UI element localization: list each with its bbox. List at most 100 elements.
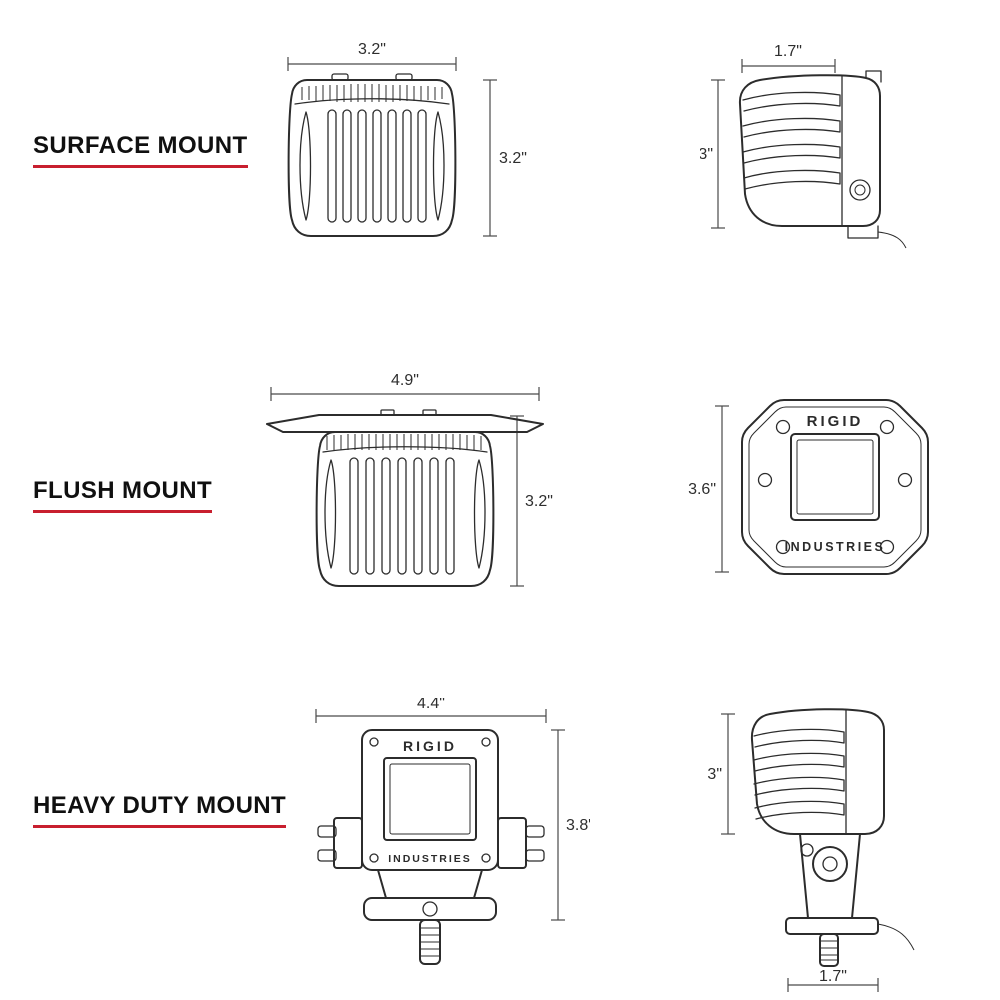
wire [877,231,907,249]
width-dimension-label: 3.2" [358,41,386,58]
fin [743,169,841,190]
foot-hole-icon [422,901,438,917]
top-screw-icon [395,73,413,81]
fin [381,457,391,575]
fin-hatch [301,84,443,102]
fin [753,776,845,796]
light-front-drawing [287,73,457,237]
breather-icon [854,184,866,196]
bracket-foot [363,897,497,921]
lens-inner [389,763,471,835]
fin [742,143,841,164]
fin [342,109,352,223]
height-dimension-label: 3.2" [499,150,527,167]
body-outline [287,79,457,237]
width-dimension: 4.9" [270,372,540,401]
fin-top-edge [322,446,488,453]
bolt-icon [317,825,337,838]
width-dimension-label: 1.7" [819,968,847,985]
stud-threads [820,940,838,961]
height-dimension-label: 3.6" [688,481,716,498]
screw-icon [775,419,791,435]
height-dimension: 3.6" [688,405,729,573]
brand-bottom-text: INDUSTRIES [785,540,886,554]
pivot-bolt-icon [822,856,838,872]
screw-icon [757,472,773,488]
lens-inner [796,439,874,515]
height-dimension: 3" [700,79,725,229]
fin [445,457,455,575]
mounting-stud [819,933,839,967]
light-side-drawing [750,708,915,967]
fin [349,457,359,575]
top-notch [865,70,882,83]
light-front-drawing [266,409,544,587]
flush-mount-front-view: 4.9" 3.2" [266,372,553,587]
flange-screw-icon [422,409,437,416]
flush-mount-face-view: 3.6" RIGID INDUSTRIES [688,399,929,575]
width-dimension-label: 4.9" [391,372,419,389]
bracket-plate [497,817,527,869]
mount-foot [847,225,879,239]
bolt-icon [525,849,545,862]
screw-icon [879,419,895,435]
height-dimension: 3.2" [483,79,527,237]
side-fin [432,111,445,221]
body-outline [738,74,881,227]
panel-inner [748,406,922,568]
height-dimension-label: 3" [707,766,722,783]
width-dimension: 4.4" [315,698,547,723]
brand-bottom-text: INDUSTRIES [388,853,472,865]
bolt-icon [317,849,337,862]
lens-outer [790,433,880,521]
bolt-icon [525,825,545,838]
screw-icon [481,853,491,863]
fin [429,457,439,575]
height-dimension-label: 3" [700,146,713,163]
fin [754,800,845,820]
fin [753,728,845,748]
bracket-bolt-icon [800,843,814,857]
panel-outer [741,399,929,575]
height-dimension-label: 3.2" [525,493,553,510]
fin [357,109,367,223]
bracket-base [377,869,483,899]
body-outline [315,431,495,587]
heavy-duty-side-view: 3" 1.7" [707,708,915,992]
side-fin [473,459,486,569]
width-dimension: 3.2" [287,41,457,71]
fin [372,109,382,223]
top-screw-icon [331,73,349,81]
wire [877,923,915,951]
screw-icon [481,737,491,747]
width-dimension: 1.7" [741,43,836,73]
light-side-drawing [738,70,907,249]
fin [417,109,427,223]
height-dimension: 3.2" [510,415,553,587]
fin [753,752,845,772]
side-fin [324,459,337,569]
body-outline [750,708,885,835]
fin [402,109,412,223]
brand-top-text: RIGID [403,738,457,754]
side-fin [299,111,312,221]
fin [413,457,423,575]
fin [327,109,337,223]
flush-panel-drawing: RIGID INDUSTRIES [741,399,929,575]
fin [397,457,407,575]
heavy-duty-mount-label: HEAVY DUTY MOUNT [33,792,287,828]
fin [365,457,375,575]
heavy-duty-front-view: 4.4" 3.8" RIGID INDUSTRIES [315,698,590,965]
lens-outer [383,757,477,841]
stud-threads [420,927,440,957]
screw-icon [775,539,791,555]
pivot-bolt-icon [812,846,848,882]
screw-icon [369,737,379,747]
screw-icon [879,539,895,555]
screw-icon [897,472,913,488]
flange-outline [266,414,544,433]
height-dimension: 3.8" [551,729,590,921]
flange-screw-icon [380,409,395,416]
width-dimension-label: 4.4" [417,698,445,712]
surface-mount-side-view: 1.7" 3" [700,43,907,249]
